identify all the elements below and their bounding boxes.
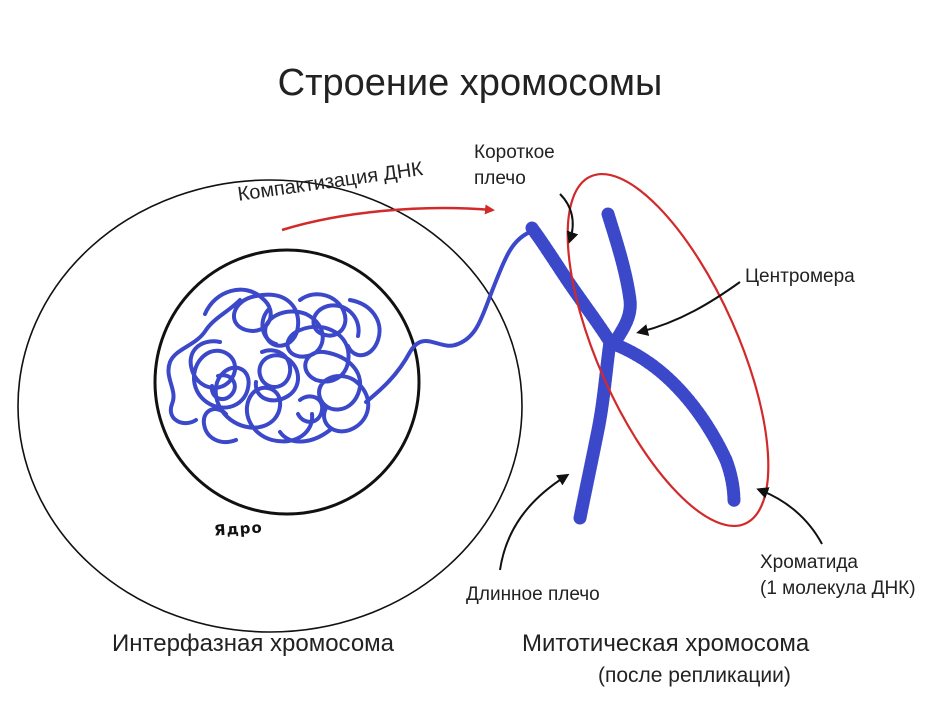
- interphase-caption: Интерфазная хромосома: [112, 630, 395, 657]
- nucleus-membrane: [153, 248, 421, 516]
- chromatid-highlight-ellipse: [566, 173, 770, 527]
- diagram-title: Строение хромосомы: [277, 62, 663, 104]
- interphase-chromatin: [166, 230, 532, 444]
- nucleus-label: Ядро: [213, 518, 264, 540]
- chromatid-label-line2: (1 молекула ДНК): [760, 578, 916, 599]
- compaction-arrow: [281, 204, 495, 232]
- mitotic-subcaption: (после репликации): [598, 664, 791, 687]
- mitotic-caption: Митотическая хромосома: [522, 630, 810, 657]
- short-arm-arrow: [559, 193, 579, 244]
- chromatid-right: [601, 207, 741, 509]
- long-arm-arrow: [499, 473, 570, 571]
- centromere-arrow: [636, 281, 741, 336]
- chromatid-arrow: [756, 487, 823, 545]
- long-arm-label: Длинное плечо: [466, 584, 600, 605]
- centromere-label: Центромера: [745, 266, 855, 287]
- cell-membrane: [17, 179, 523, 633]
- short-arm-label-line1: Короткое: [474, 142, 555, 163]
- chromatid-label-line1: Хроматида: [760, 552, 858, 573]
- short-arm-label-line2: плечо: [474, 168, 526, 189]
